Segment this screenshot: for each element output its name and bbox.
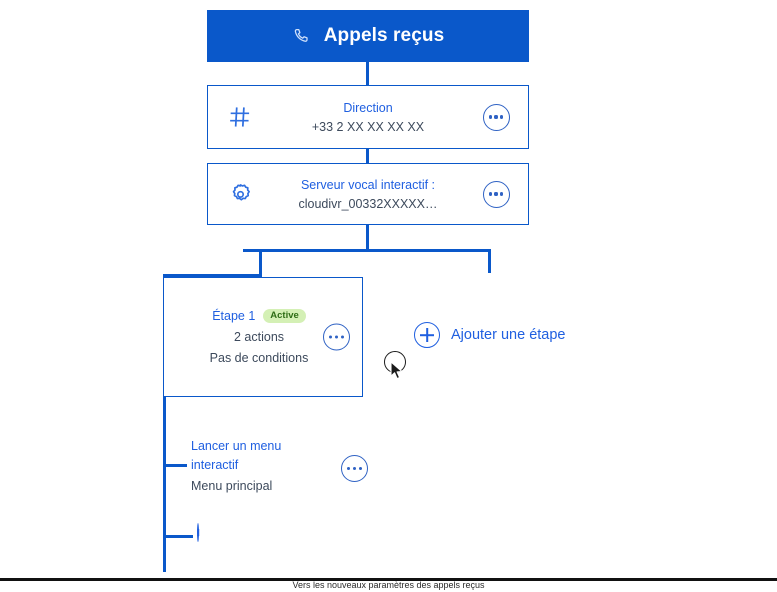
card-direction-title: Direction: [343, 100, 393, 115]
dot: [488, 115, 492, 119]
dot: [352, 466, 357, 471]
step-title: Étape 1: [212, 309, 256, 323]
more-options-icon[interactable]: [482, 180, 510, 208]
dot: [500, 192, 504, 196]
connector-ivr-down: [366, 225, 369, 251]
step-menu-wrap: [323, 323, 350, 351]
plus-circle-icon: [414, 322, 440, 348]
dot: [488, 192, 492, 196]
card-direction-menu-wrap: [464, 103, 528, 131]
status-badge: Active: [263, 309, 306, 323]
step-conditions: Pas de conditions: [209, 351, 309, 365]
connector-branch-right-stub: [488, 249, 491, 273]
hash-icon: [208, 104, 272, 130]
dot: [334, 335, 339, 339]
bottom-divider: [0, 578, 777, 581]
action-launch-ivr[interactable]: Lancer un menu interactif Menu principal: [191, 437, 376, 493]
connector-branch-horizontal: [243, 249, 491, 252]
dot: [340, 335, 344, 339]
dot: [329, 335, 333, 339]
dot: [358, 466, 362, 471]
more-options-icon[interactable]: [323, 323, 350, 351]
action-menu-wrap: [341, 455, 368, 482]
bottom-strip-text: Vers les nouveaux paramètres des appels …: [292, 581, 485, 590]
connector-branch-left-stub: [259, 249, 262, 276]
step-title-row: Étape 1 Active: [212, 309, 306, 323]
connector-add-action-inlet: [163, 535, 193, 538]
dot: [494, 192, 498, 196]
connector-direction-to-ivr: [366, 149, 369, 163]
more-options-icon[interactable]: [341, 455, 368, 482]
card-direction-number: +33 2 XX XX XX XX: [311, 119, 425, 134]
action-title: Lancer un menu interactif: [191, 439, 282, 472]
dot: [500, 115, 504, 119]
bottom-strip: Vers les nouveaux paramètres des appels …: [0, 581, 777, 592]
card-direction[interactable]: Direction +33 2 XX XX XX XX: [207, 85, 529, 149]
mouse-cursor: [390, 361, 404, 386]
connector-action-inlet: [163, 464, 187, 467]
add-step-label: Ajouter une étape: [451, 327, 566, 343]
phone-icon: [292, 27, 310, 45]
gear-icon: [208, 182, 272, 207]
connector-step-inlet: [163, 274, 262, 277]
card-step-1[interactable]: Étape 1 Active 2 actions Pas de conditio…: [163, 277, 363, 397]
card-ivr-menu-wrap: [464, 180, 528, 208]
add-action-button[interactable]: [197, 523, 199, 542]
step-actions-count: 2 actions: [233, 330, 285, 344]
connector-header-to-direction: [366, 62, 369, 85]
connector-step-trunk: [163, 396, 166, 572]
card-ivr-identifier: cloudivr_00332XXXXX…: [298, 196, 438, 211]
page-title: Appels reçus: [323, 25, 445, 46]
action-subtitle: Menu principal: [191, 479, 273, 493]
add-step-button[interactable]: Ajouter une étape: [414, 322, 565, 348]
dot: [347, 466, 351, 471]
card-ivr[interactable]: Serveur vocal interactif : cloudivr_0033…: [207, 163, 529, 225]
incoming-calls-header: Appels reçus: [207, 10, 529, 62]
more-options-icon[interactable]: [482, 103, 510, 131]
plus-circle-icon: [197, 523, 199, 542]
card-ivr-title: Serveur vocal interactif :: [300, 177, 436, 192]
dot: [494, 115, 498, 119]
